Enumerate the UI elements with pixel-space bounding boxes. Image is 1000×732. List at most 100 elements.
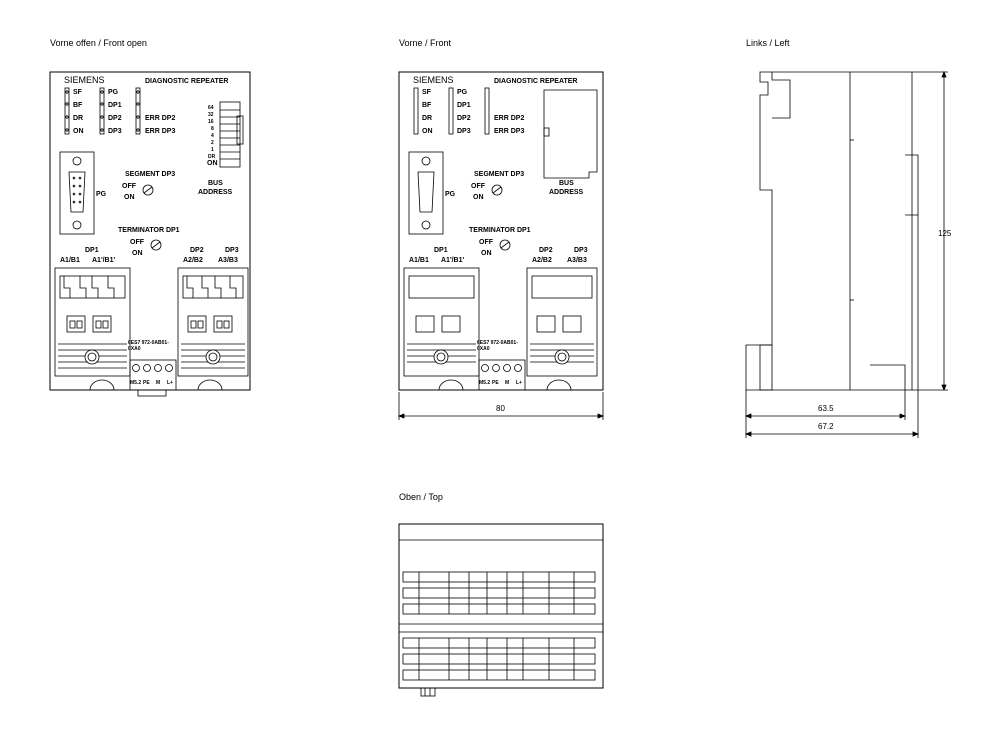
power-terminal-block: [129, 359, 177, 397]
depth-dimension-1-label: 63.5: [818, 404, 834, 413]
terminal-m: M: [156, 380, 160, 386]
led-label-dr: DR: [73, 115, 83, 122]
front-led-dp2: DP2: [457, 115, 471, 122]
connector-block-dp1: [54, 267, 131, 377]
front-led-dr: DR: [422, 115, 432, 122]
front-terminal-pe: PE: [492, 380, 499, 386]
dip-label-8: 8: [211, 126, 214, 132]
front-led-dp3: DP3: [457, 128, 471, 135]
address-label: ADDRESS: [198, 189, 233, 196]
front-segment-off: OFF: [471, 183, 486, 190]
front-led-on: ON: [422, 128, 433, 135]
segment-on-label: ON: [124, 194, 135, 201]
terminal-m52: M5.2: [130, 380, 141, 386]
dp3-label: DP3: [225, 247, 239, 254]
front-dp1-label: DP1: [434, 247, 448, 254]
front-address-label: ADDRESS: [549, 189, 584, 196]
dip-label-on: ON: [207, 160, 218, 167]
led-label-bf: BF: [73, 102, 83, 109]
dp1-terminal-a: A1/B1: [60, 257, 80, 264]
dp1-terminal-b: A1'/B1': [92, 257, 116, 264]
front-terminal-lplus: L+: [516, 380, 522, 386]
front-dp3-terminal: A3/B3: [567, 257, 587, 264]
order-number-2: 0XA0: [128, 346, 141, 352]
front-led-sf: SF: [422, 89, 432, 96]
front-terminal-m: M: [505, 380, 509, 386]
front-order-number-1: 6ES7 972-0AB01-: [477, 340, 518, 346]
view-title-front: Vorne / Front: [399, 38, 452, 48]
led-label-err-dp2: ERR DP2: [145, 115, 175, 122]
led-label-dp2: DP2: [108, 115, 122, 122]
segment-dp3-switch: [142, 184, 154, 196]
front-dp1-terminal-a: A1/B1: [409, 257, 429, 264]
front-dp1-terminal-b: A1'/B1': [441, 257, 465, 264]
led-label-dp3: DP3: [108, 128, 122, 135]
front-led-pg: PG: [457, 89, 468, 96]
dip-label-64: 64: [208, 105, 214, 111]
front-dp2-label: DP2: [539, 247, 553, 254]
top-view: [398, 523, 604, 697]
dip-label-4: 4: [211, 133, 214, 139]
terminator-off-label: OFF: [130, 239, 145, 246]
view-title-top: Oben / Top: [399, 492, 443, 502]
dp3-terminal: A3/B3: [218, 257, 238, 264]
width-dimension-label: 80: [496, 404, 505, 413]
front-open-view: SIEMENS DIAGNOSTIC REPEATER SF BF DR ON …: [49, 71, 251, 397]
left-side-view: 125 63.5 67.2: [744, 70, 952, 438]
terminal-pe: PE: [143, 380, 150, 386]
pg-port: PG: [59, 151, 107, 235]
led-column-ports: PG DP1 DP2 DP3: [99, 87, 122, 135]
led-label-pg: PG: [108, 89, 119, 96]
pg-port-label: PG: [96, 191, 107, 198]
dip-label-1: 1: [211, 147, 214, 153]
address-dip-switch: 64 32 16 8 4 2 1 DR ON: [207, 101, 244, 168]
led-label-on: ON: [73, 128, 84, 135]
led-label-dp1: DP1: [108, 102, 122, 109]
led-column-errors: ERR DP2 ERR DP3: [135, 87, 175, 135]
front-led-err-dp2: ERR DP2: [494, 115, 524, 122]
view-title-front-open: Vorne offen / Front open: [50, 38, 147, 48]
order-number-1: 6ES7 972-0AB01-: [128, 340, 169, 346]
device-name: DIAGNOSTIC REPEATER: [145, 78, 229, 85]
front-segment-on: ON: [473, 194, 484, 201]
brand-logo: SIEMENS: [64, 75, 105, 85]
dp2-label: DP2: [190, 247, 204, 254]
bus-label: BUS: [208, 180, 223, 187]
led-label-err-dp3: ERR DP3: [145, 128, 175, 135]
front-led-err-dp3: ERR DP3: [494, 128, 524, 135]
dip-label-16: 16: [208, 119, 214, 125]
led-label-sf: SF: [73, 89, 83, 96]
front-dp3-label: DP3: [574, 247, 588, 254]
front-bus-label: BUS: [559, 180, 574, 187]
dip-label-dr: DR: [208, 154, 216, 160]
depth-dimensions: 63.5 67.2: [744, 215, 920, 438]
depth-dimension-2-label: 67.2: [818, 422, 834, 431]
front-segment-label: SEGMENT DP3: [474, 171, 524, 178]
front-dp2-terminal: A2/B2: [532, 257, 552, 264]
segment-dp3-label: SEGMENT DP3: [125, 171, 175, 178]
front-view: SIEMENS DIAGNOSTIC REPEATER SF BF DR ON …: [397, 71, 605, 420]
dip-label-2: 2: [211, 140, 214, 146]
front-pg-label: PG: [445, 191, 456, 198]
height-dimension-label: 125: [938, 229, 952, 238]
width-dimension: 80: [397, 392, 605, 420]
front-led-bf: BF: [422, 102, 432, 109]
front-terminator-label: TERMINATOR DP1: [469, 227, 531, 234]
front-cover: [543, 89, 598, 179]
top-connector-stub: [420, 687, 436, 697]
terminator-dp1-switch: [150, 239, 162, 251]
led-column-status: SF BF DR ON: [64, 87, 84, 135]
dp1-label: DP1: [85, 247, 99, 254]
front-order-number-2: 0XA0: [477, 346, 490, 352]
vent-slots-lower: [402, 637, 596, 681]
dip-label-32: 32: [208, 112, 214, 118]
front-terminal-m52: M5.2: [479, 380, 490, 386]
terminal-lplus: L+: [167, 380, 173, 386]
height-dimension: 125: [912, 70, 952, 392]
connector-block-dp2-dp3: [177, 267, 249, 377]
front-led-dp1: DP1: [457, 102, 471, 109]
dp2-terminal: A2/B2: [183, 257, 203, 264]
vent-slots-upper: [402, 571, 596, 615]
terminator-on-label: ON: [132, 250, 143, 257]
